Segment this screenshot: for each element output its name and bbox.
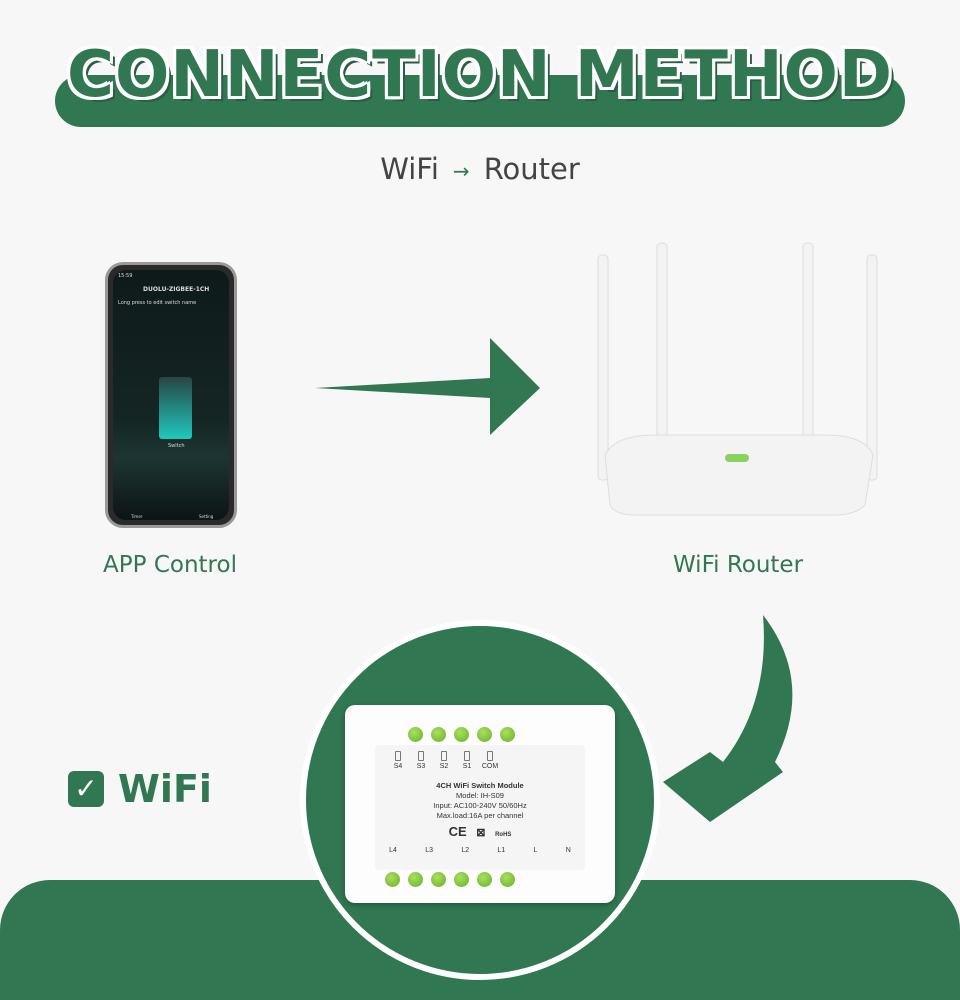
- terminal-label: L4: [389, 847, 397, 854]
- timer-label: Timer: [131, 514, 143, 519]
- module-name: 4CH WiFi Switch Module: [436, 781, 524, 790]
- app-control-label: APP Control: [103, 552, 237, 578]
- terminal-label: L: [533, 847, 538, 854]
- terminal-label: L3: [425, 847, 434, 854]
- subtitle: WiFi → Router: [0, 152, 960, 186]
- terminal-label: COM: [481, 763, 499, 770]
- phone-image: 15:59 DUOLU-ZIGBEE-1CH Long press to edi…: [105, 262, 237, 528]
- terminal-label: S2: [439, 763, 449, 770]
- checkbox-icon: ✓: [68, 771, 104, 807]
- terminal-label: S3: [416, 763, 426, 770]
- router-image: [597, 242, 878, 516]
- wifi-badge: ✓ WiFi: [68, 767, 212, 811]
- wifi-text: WiFi: [118, 767, 212, 811]
- module-input: Input: AC100-240V 50/60Hz: [433, 801, 527, 810]
- switch-label: Switch: [168, 443, 185, 449]
- title-banner: [55, 75, 905, 127]
- module-label: S4 S3 S2 S1 COM 4CH WiFi Switch Module M…: [375, 745, 585, 870]
- rohs-mark: RoHS: [495, 832, 512, 838]
- terminal-label: N: [565, 847, 571, 854]
- hint-text: Long press to edit switch name: [118, 300, 197, 306]
- terminal-label: L1: [497, 847, 506, 854]
- arrow-right-icon: →: [452, 159, 470, 183]
- ce-mark: CE: [448, 824, 467, 839]
- switch-module-image: S4 S3 S2 S1 COM 4CH WiFi Switch Module M…: [345, 705, 615, 903]
- status-time: 15:59: [118, 273, 133, 279]
- weee-icon: ⊠: [476, 827, 486, 839]
- terminal-label: S1: [462, 763, 472, 770]
- module-load: Max.load:16A per channel: [436, 811, 524, 820]
- setting-label: Setting: [199, 514, 214, 519]
- phone-screen: 15:59 DUOLU-ZIGBEE-1CH Long press to edi…: [113, 270, 229, 520]
- terminal-label: S4: [393, 763, 403, 770]
- switch-button: [159, 377, 192, 439]
- arrow-right-icon: [315, 338, 540, 435]
- curved-arrow-icon: [663, 615, 793, 822]
- subtitle-from: WiFi: [380, 152, 439, 186]
- wifi-router-label: WiFi Router: [672, 552, 804, 578]
- module-model: Model: IH-S09: [456, 791, 504, 800]
- page-title: CONNECTION METHOD: [66, 38, 894, 112]
- terminal-label: L2: [461, 847, 470, 854]
- subtitle-to: Router: [483, 152, 580, 186]
- device-name: DUOLU-ZIGBEE-1CH: [143, 286, 210, 293]
